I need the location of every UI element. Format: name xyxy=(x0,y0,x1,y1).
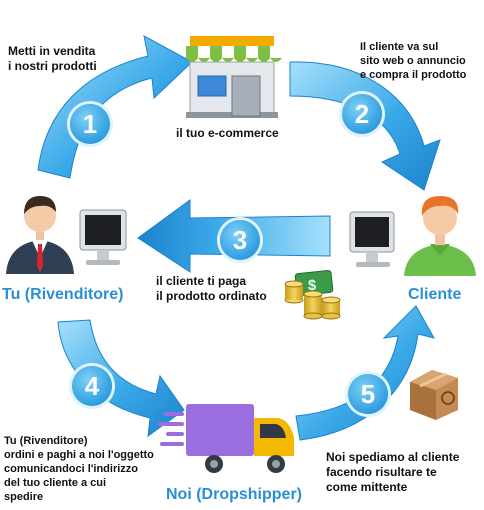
package-box-icon xyxy=(410,370,458,420)
arrow-step-5 xyxy=(295,305,436,441)
truck-icon xyxy=(158,404,294,473)
store-icon xyxy=(186,36,282,118)
step-4-text: Tu (Rivenditore) ordini e paghi a noi l'… xyxy=(4,435,154,503)
step-2-number: 2 xyxy=(342,94,382,134)
computer-monitor-icon xyxy=(79,209,127,265)
reseller-label: Tu (Rivenditore) xyxy=(2,286,124,303)
step-5-number: 5 xyxy=(348,374,388,414)
dropshipper-label: Noi (Dropshipper) xyxy=(166,486,302,503)
step-1-text: Metti in vendita i nostri prodotti xyxy=(8,44,97,73)
computer-monitor-icon xyxy=(349,211,395,267)
store-label: il tuo e-commerce xyxy=(176,126,279,140)
businessman-icon xyxy=(6,196,74,274)
step-2-text: Il cliente va sul sito web o annuncio e … xyxy=(360,41,467,81)
customer-label: Cliente xyxy=(408,286,462,303)
step-1-number: 1 xyxy=(70,104,110,144)
customer-icon xyxy=(404,196,476,276)
svg-text:$: $ xyxy=(308,277,317,294)
step-5-text: Noi spediamo al cliente facendo risultar… xyxy=(326,450,460,494)
step-3-text: il cliente ti paga il prodotto ordinato xyxy=(156,274,267,303)
step-4-number: 4 xyxy=(72,366,112,406)
step-3-number: 3 xyxy=(220,220,260,260)
arrow-step-2 xyxy=(289,61,441,191)
money-icon: $ xyxy=(284,269,341,320)
